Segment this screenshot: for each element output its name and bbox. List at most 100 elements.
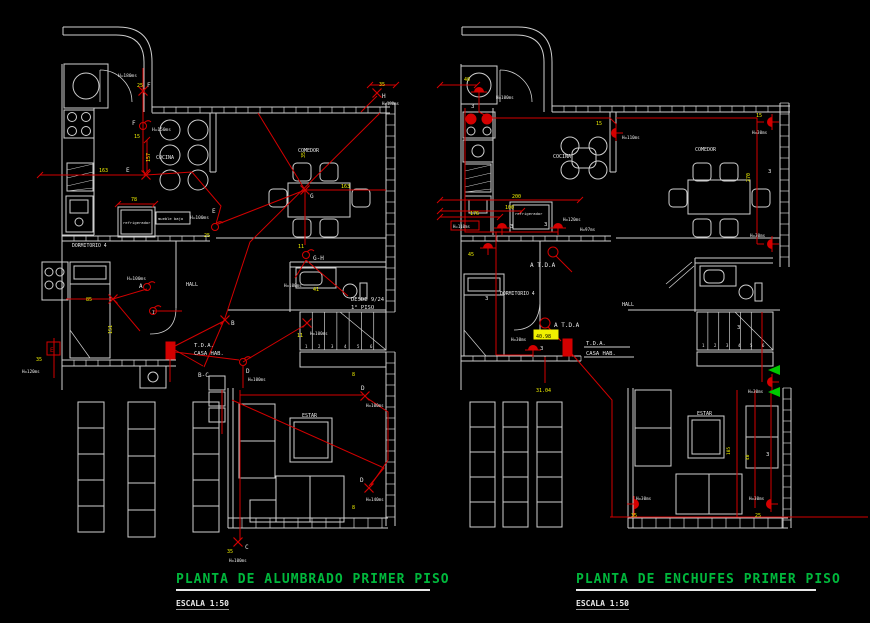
cad-shape xyxy=(159,169,181,191)
cad-text: 8 xyxy=(352,505,355,511)
dimension-line xyxy=(151,200,159,208)
cad-text: 2 xyxy=(318,344,321,349)
paver-column xyxy=(502,426,529,453)
dimension-line xyxy=(366,81,374,89)
cad-text: refrigerador xyxy=(123,220,151,225)
cad-text: A T.D.A xyxy=(554,322,580,329)
cad-shape xyxy=(268,188,288,208)
paver-column xyxy=(192,427,220,455)
cad-text: HALL xyxy=(622,302,634,308)
cad-shape xyxy=(74,217,84,227)
cad-text: H=30ms xyxy=(748,389,764,394)
cad-shape xyxy=(294,259,307,279)
cad-text: H=100ms xyxy=(248,377,266,382)
cad-text: COCINA xyxy=(553,154,571,160)
cad-shape xyxy=(66,162,94,192)
cad-shape xyxy=(462,34,545,112)
lamp-circle-icon xyxy=(143,120,152,124)
dimension-line xyxy=(36,171,44,179)
cad-text: H=120ms xyxy=(22,369,40,374)
dimension-line xyxy=(143,136,151,144)
cad-text: 4 xyxy=(738,343,741,348)
lamp-x-icon xyxy=(302,318,312,328)
cad-text: A xyxy=(139,283,143,290)
cad-shape xyxy=(66,163,94,192)
cad-text: C xyxy=(245,544,249,551)
cad-text: 3 xyxy=(768,169,771,175)
left-plan-scale: ESCALA 1:50 xyxy=(176,599,229,610)
cad-text: ESTAR xyxy=(302,413,318,419)
paver-column xyxy=(536,501,563,528)
lamp-x-icon xyxy=(364,483,374,493)
cad-shape xyxy=(292,218,312,238)
cad-shape xyxy=(55,280,65,290)
cad-shape xyxy=(571,353,613,517)
cad-text: HALL xyxy=(186,282,198,288)
lamp-x-icon xyxy=(220,315,230,325)
cad-shape xyxy=(560,136,580,156)
cad-text: 11 xyxy=(297,333,303,339)
cad-shape xyxy=(751,188,771,208)
cad-text: 85 xyxy=(86,297,92,303)
cad-shape xyxy=(687,415,725,459)
paver-column xyxy=(502,451,529,478)
cad-text: 40 xyxy=(745,454,751,460)
cad-shape xyxy=(69,199,89,214)
cad-shape xyxy=(44,280,54,290)
cad-shape xyxy=(159,144,181,166)
cad-text: 3 xyxy=(766,452,769,458)
cad-text: H=140ms xyxy=(366,497,384,502)
cad-text: F xyxy=(147,82,151,89)
cad-shape xyxy=(208,407,226,423)
cad-shape xyxy=(187,144,209,166)
paver-column xyxy=(77,505,105,533)
lamp-circle-icon xyxy=(243,356,252,360)
cad-shape xyxy=(462,139,494,163)
cad-shape xyxy=(719,218,739,238)
cad-text: 11 xyxy=(298,244,304,250)
cad-shape xyxy=(699,265,737,287)
cad-shape xyxy=(174,320,225,347)
right-plan-title: PLANTA DE ENCHUFES PRIMER PISO xyxy=(576,572,841,587)
cad-shape xyxy=(145,171,222,225)
outlet-icon xyxy=(766,496,778,512)
cad-text: 105 xyxy=(726,447,732,455)
cad-text: 25 xyxy=(755,513,761,519)
cad-shape xyxy=(292,162,312,182)
cad-text: 40 xyxy=(464,77,470,83)
cad-shape xyxy=(174,351,240,361)
cad-shape xyxy=(63,34,145,112)
cad-text: H xyxy=(382,93,386,100)
dimension-line xyxy=(436,207,444,215)
lamp-circle-icon xyxy=(149,307,157,315)
cad-shape xyxy=(462,26,553,112)
cad-shape xyxy=(687,179,751,215)
dimension-line xyxy=(392,81,400,89)
cad-shape xyxy=(360,95,378,113)
cad-text: H=30ms xyxy=(511,337,527,342)
cad-shape xyxy=(120,209,153,235)
cad-shape xyxy=(466,126,476,136)
cad-shape xyxy=(69,261,111,359)
paver-column xyxy=(502,401,529,428)
lamp-circle-icon xyxy=(306,249,315,253)
cad-text: CASA HAB. xyxy=(586,351,616,357)
cad-shape xyxy=(465,113,477,125)
cad-shape xyxy=(112,288,148,300)
dimension-line xyxy=(473,81,481,89)
lamp-x-icon xyxy=(372,88,382,98)
lamp-circle-icon xyxy=(139,122,147,130)
cad-text: 25 xyxy=(204,233,210,239)
cad-shape xyxy=(41,261,69,301)
lamp-circle-icon xyxy=(153,305,162,309)
cad-shape xyxy=(463,329,487,357)
cad-text: 8 xyxy=(352,372,355,378)
cad-text: H=110ms xyxy=(622,135,640,140)
outlet-icon xyxy=(494,223,510,235)
cad-shape xyxy=(159,119,181,141)
cad-shape xyxy=(55,267,65,277)
cad-shape xyxy=(471,144,485,158)
cad-text: D xyxy=(361,385,365,392)
cad-shape xyxy=(187,169,209,191)
